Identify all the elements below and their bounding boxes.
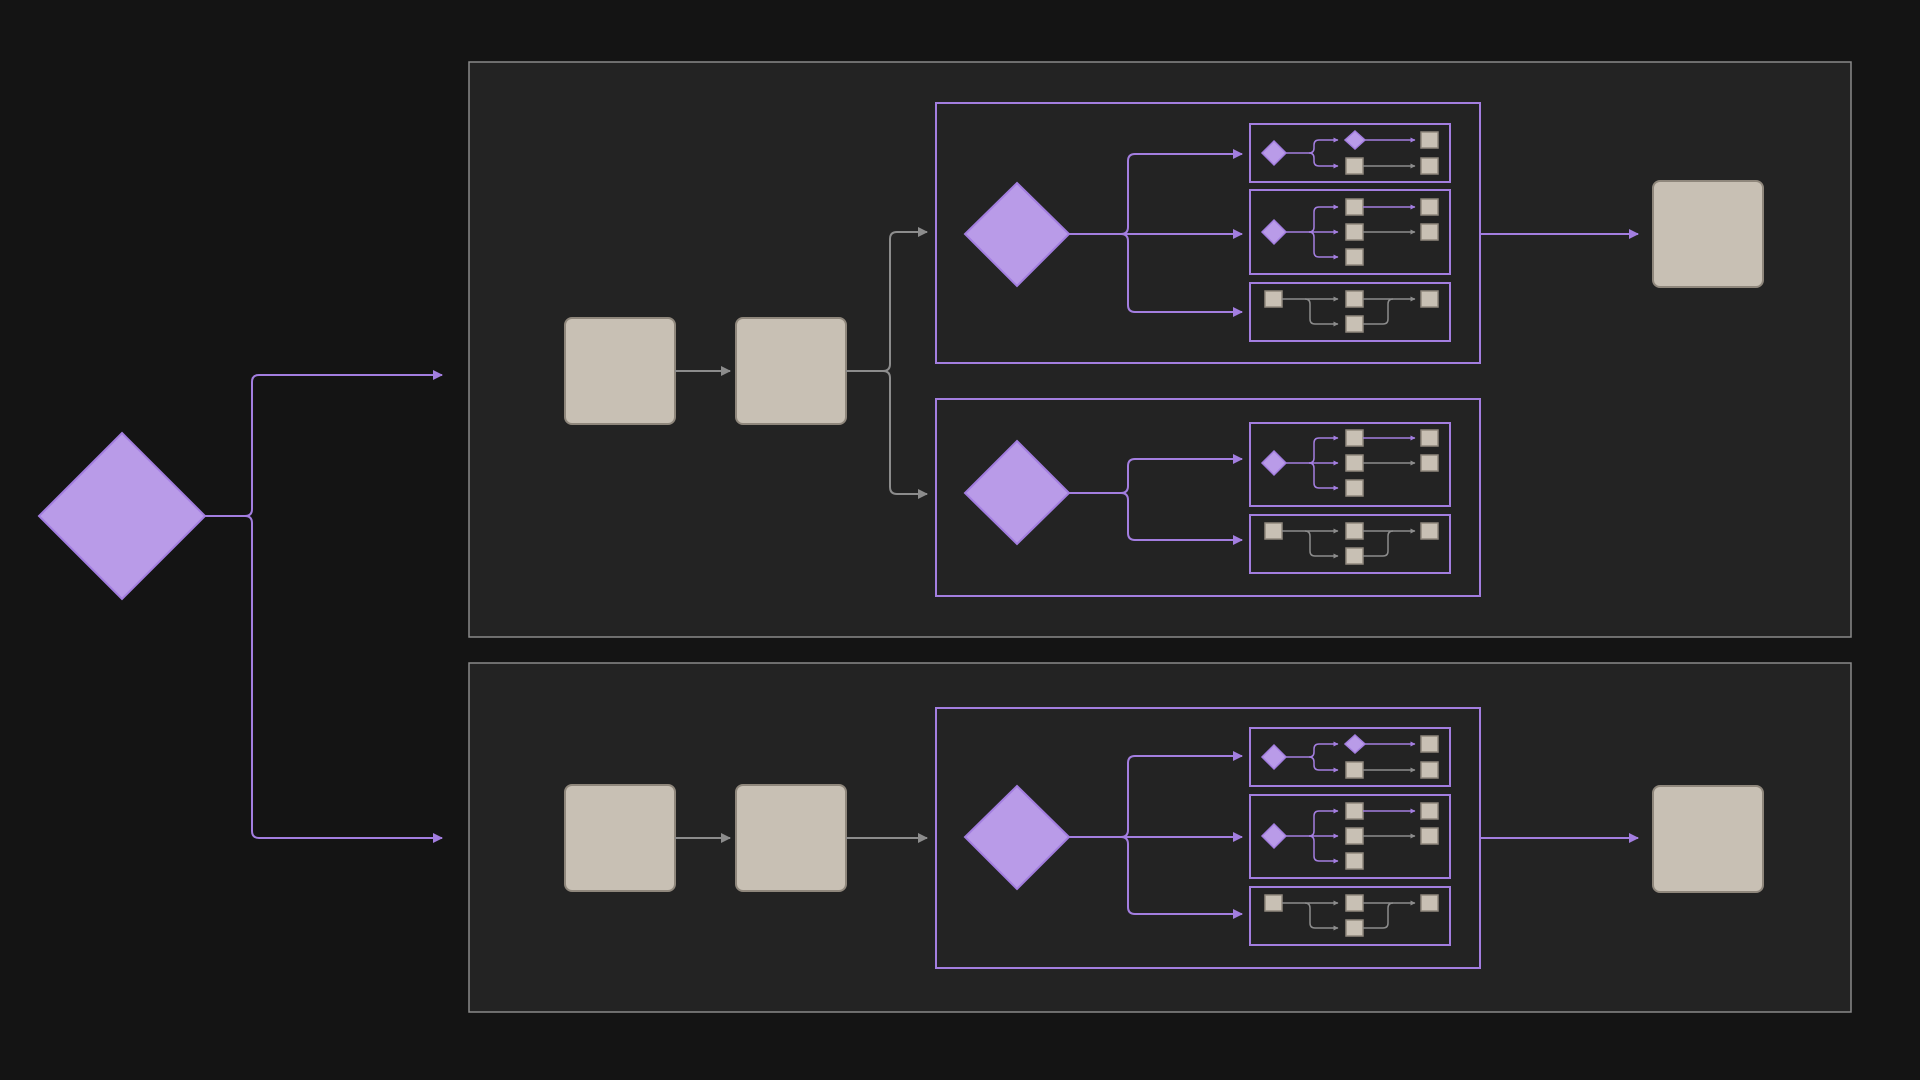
subflow-frame [1249, 282, 1451, 342]
connector [1308, 462, 1339, 491]
connector [1120, 836, 1243, 919]
mini-step [1420, 223, 1439, 241]
mini-step [1345, 290, 1364, 308]
mini-diamond [1260, 822, 1288, 850]
connector [1363, 298, 1394, 325]
mini-diamond [1260, 743, 1288, 771]
mini-step [1264, 290, 1283, 308]
step-box [564, 317, 676, 425]
subflow-frame [1249, 123, 1451, 183]
mini-step [1420, 429, 1439, 447]
connector [1308, 231, 1339, 260]
mini-step [1345, 919, 1364, 937]
output-box [1652, 785, 1764, 893]
mini-step [1345, 827, 1364, 845]
connector [1308, 152, 1339, 169]
mini-diamond [1260, 218, 1288, 246]
connector [1304, 530, 1339, 559]
subflow-frame [1249, 727, 1451, 787]
mini-diamond [1343, 129, 1367, 151]
connector [1304, 298, 1339, 327]
subflow [1249, 123, 1451, 183]
subflow [1249, 422, 1451, 507]
subflow [1249, 727, 1451, 787]
root-diamond [37, 431, 207, 601]
connector [1308, 756, 1339, 773]
connector [1120, 492, 1243, 545]
subflow-frame [1249, 794, 1451, 879]
mini-step [1420, 735, 1439, 753]
connector [1363, 902, 1394, 929]
decision-diamond [963, 181, 1071, 288]
connector [1120, 233, 1243, 317]
mini-step [1345, 522, 1364, 540]
connector-split [882, 370, 928, 499]
mini-step [1420, 802, 1439, 820]
mini-step [1345, 894, 1364, 912]
subflow [1249, 886, 1451, 946]
root-decision [37, 370, 443, 843]
connector [1363, 530, 1394, 557]
root-connector-lower [244, 515, 443, 843]
mini-step [1345, 852, 1364, 870]
mini-step [1420, 198, 1439, 216]
subflow [1249, 189, 1451, 275]
mini-step [1345, 479, 1364, 497]
mini-step [1264, 894, 1283, 912]
decision-group [935, 398, 1481, 597]
mini-diamond [1343, 733, 1367, 755]
subflow [1249, 514, 1451, 574]
mini-step [1345, 429, 1364, 447]
connector [1304, 902, 1339, 931]
output-box [1652, 180, 1764, 288]
mini-step [1345, 315, 1364, 333]
subflow-frame [1249, 189, 1451, 275]
subflow-frame [1249, 514, 1451, 574]
decision-diamond [963, 784, 1071, 891]
panel-lower [468, 662, 1852, 1013]
step-box [564, 784, 676, 892]
step-box [735, 784, 847, 892]
mini-step [1420, 290, 1439, 308]
mini-step [1420, 522, 1439, 540]
mini-step [1420, 454, 1439, 472]
mini-step [1345, 248, 1364, 266]
mini-step [1420, 827, 1439, 845]
panel-upper [468, 61, 1852, 638]
subflow [1249, 794, 1451, 879]
connector [1308, 835, 1339, 864]
mini-diamond [1260, 449, 1288, 477]
decision-group-frame [935, 398, 1481, 597]
mini-step [1345, 157, 1364, 175]
mini-step [1420, 761, 1439, 779]
subflow [1249, 282, 1451, 342]
decision-diamond [963, 439, 1071, 546]
mini-step [1345, 802, 1364, 820]
mini-step [1345, 454, 1364, 472]
mini-step [1345, 223, 1364, 241]
mini-step [1420, 131, 1439, 149]
root-connector-upper [205, 370, 443, 517]
mini-step [1345, 198, 1364, 216]
subflow-frame [1249, 422, 1451, 507]
decision-group [935, 707, 1639, 969]
mini-step [1420, 894, 1439, 912]
panel-upper-frame [468, 61, 1852, 638]
mini-step [1420, 157, 1439, 175]
mini-diamond [1260, 139, 1288, 167]
step-box [735, 317, 847, 425]
decision-group [935, 102, 1639, 364]
subflow-frame [1249, 886, 1451, 946]
mini-step [1345, 761, 1364, 779]
mini-step [1264, 522, 1283, 540]
mini-step [1345, 547, 1364, 565]
